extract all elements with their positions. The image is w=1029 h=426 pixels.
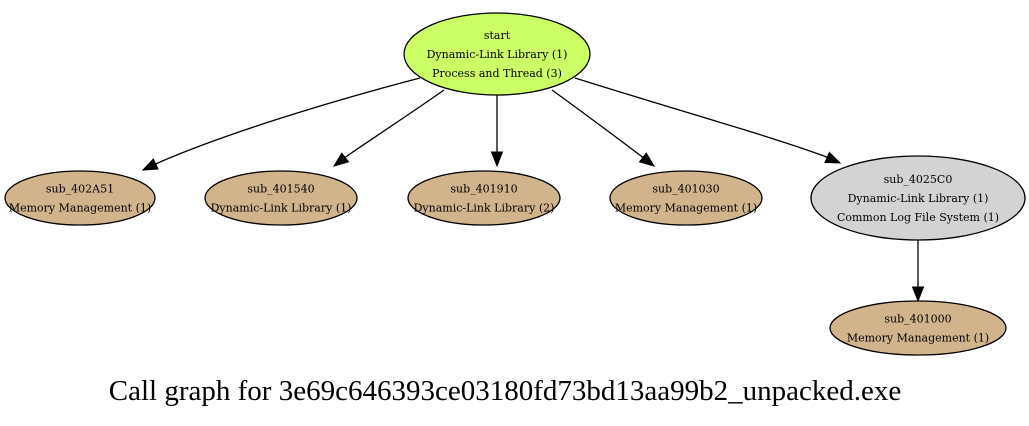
edge-start-to-sub_402A51: [141, 77, 421, 171]
node-category: Dynamic-Link Library (2): [414, 202, 555, 215]
node-category: Dynamic-Link Library (1): [427, 48, 568, 61]
node-ellipse: [829, 300, 1007, 356]
edge-start-to-sub_4025C0: [574, 77, 842, 164]
graph-caption: Call graph for 3e69c646393ce03180fd73bd1…: [109, 375, 901, 407]
node-category: Dynamic-Link Library (1): [848, 192, 989, 205]
node-ellipse: [407, 170, 561, 226]
edge-line: [574, 77, 825, 157]
edge-line-end: [155, 161, 161, 165]
node-category: Memory Management (1): [847, 332, 989, 345]
arrowhead: [141, 158, 159, 171]
edge-start-to-sub_401030: [551, 89, 656, 167]
node-ellipse: [204, 170, 358, 226]
edge-start-to-sub_401540: [332, 89, 445, 167]
edge-line: [159, 77, 421, 163]
edge-start-to-sub_401910: [490, 95, 504, 168]
node-category: Memory Management (1): [615, 202, 757, 215]
node-label: sub_401030: [652, 183, 719, 196]
node-category: Process and Thread (3): [432, 67, 562, 80]
edges-layer: [141, 77, 925, 303]
arrowhead: [638, 152, 656, 167]
node-category: Common Log File System (1): [837, 211, 999, 224]
edge-line: [346, 89, 445, 157]
node-label: sub_401000: [884, 313, 951, 326]
arrowhead: [332, 152, 350, 167]
node-ellipse: [609, 170, 763, 226]
node-category: Dynamic-Link Library (1): [211, 202, 352, 215]
node-ellipse: [403, 12, 591, 96]
node-ellipse: [810, 155, 1026, 241]
edge-line-end: [823, 155, 828, 158]
node-ellipse: [4, 170, 156, 226]
edge-line: [551, 89, 642, 157]
node-label: sub_401910: [450, 183, 517, 196]
node-category: Memory Management (1): [9, 202, 151, 215]
arrowhead: [824, 151, 842, 164]
edge-sub_4025C0-to-sub_401000: [911, 240, 925, 303]
node-label: sub_401540: [247, 183, 314, 196]
arrowhead: [911, 286, 925, 303]
arrowhead: [490, 151, 504, 168]
node-label: sub_4025C0: [884, 173, 953, 186]
node-label: start: [484, 29, 511, 42]
node-label: sub_402A51: [46, 183, 114, 196]
